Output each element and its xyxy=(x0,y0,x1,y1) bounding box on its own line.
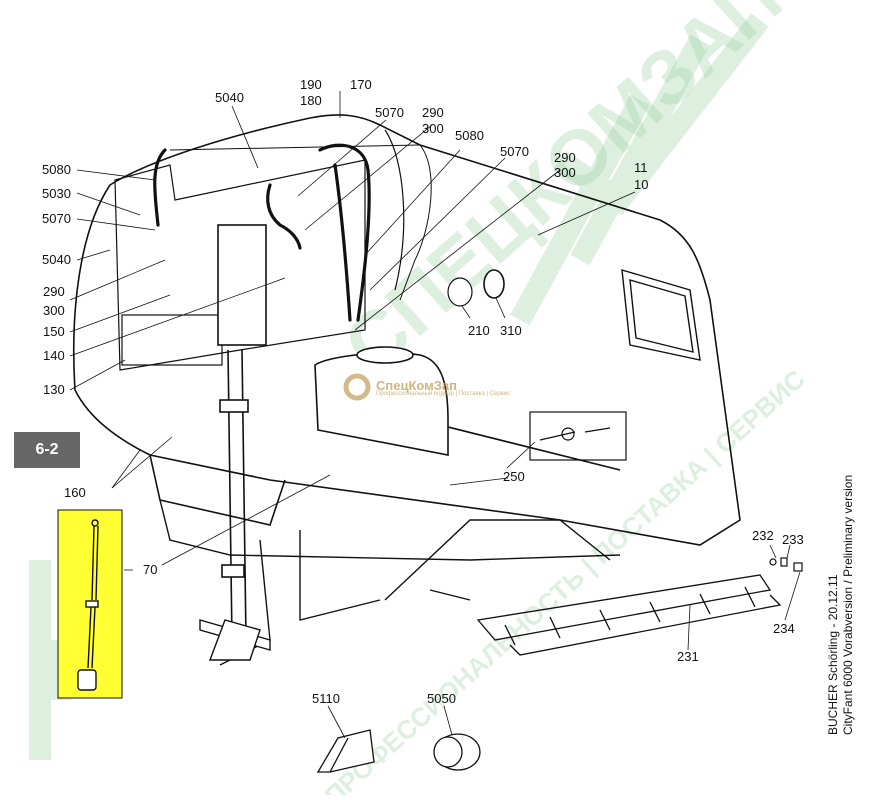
part-231-rail xyxy=(476,574,782,656)
watermark-graphic xyxy=(29,13,769,760)
part-5050-bushing xyxy=(433,733,481,771)
callout-300-mid: 300 xyxy=(554,165,576,180)
parts-232-234 xyxy=(769,557,803,572)
footer-line-2: CityFant 6000 Vorabversion / Preliminary… xyxy=(841,474,855,735)
callout-250: 250 xyxy=(503,469,525,484)
callout-170: 170 xyxy=(350,77,372,92)
callout-11: 11 xyxy=(634,160,648,175)
callout-231: 231 xyxy=(677,649,699,664)
footer-line-1: BUCHER Schörling - 20.12.11 xyxy=(826,574,840,735)
callout-234: 234 xyxy=(773,621,795,636)
hose-lines xyxy=(153,143,371,322)
part-250-inset xyxy=(529,411,627,461)
leader-lines xyxy=(69,91,801,739)
callout-310: 310 xyxy=(500,323,522,338)
callout-70: 70 xyxy=(143,562,158,577)
callout-160: 160 xyxy=(64,485,86,500)
callout-232: 232 xyxy=(752,528,774,543)
callout-300-top: 300 xyxy=(422,121,444,136)
callout-140: 140 xyxy=(43,348,65,363)
callout-150: 150 xyxy=(43,324,65,339)
callout-5040-left: 5040 xyxy=(42,252,71,267)
side-hatch xyxy=(621,269,701,361)
document-footer-vertical: BUCHER Schörling - 20.12.11 CityFant 600… xyxy=(826,415,856,735)
watermark-logo-text: СпецКомЗап xyxy=(376,377,458,393)
callout-300-left: 300 xyxy=(43,303,65,318)
callout-10: 10 xyxy=(634,177,649,192)
callout-130: 130 xyxy=(43,382,65,397)
callout-210: 210 xyxy=(468,323,490,338)
part-5110-bracket xyxy=(316,729,375,773)
callout-5080-left: 5080 xyxy=(42,162,71,177)
callout-180: 180 xyxy=(300,93,322,108)
watermark-stamp-a: СПЕЦКОМЗАП xyxy=(327,0,798,390)
page-number-badge: 6-2 xyxy=(14,432,80,468)
callout-290-left: 290 xyxy=(43,284,65,299)
watermark-tagline: Профессиональный подбор | Поставка | Сер… xyxy=(376,390,511,397)
part-310-gauge xyxy=(483,269,505,299)
callout-290-mid: 290 xyxy=(554,150,576,165)
callout-290-top: 290 xyxy=(422,105,444,120)
cylinder-strut xyxy=(217,224,267,641)
watermark-logo: СпецКомЗап Профессиональный подбор | Пос… xyxy=(342,372,510,402)
callout-5050: 5050 xyxy=(427,691,456,706)
part-70-dipstick xyxy=(77,519,99,691)
sub-frame xyxy=(159,499,621,666)
part-210-cap xyxy=(447,277,473,307)
callout-5040-top: 5040 xyxy=(215,90,244,105)
callout-5070-mid: 5070 xyxy=(500,144,529,159)
callout-233: 233 xyxy=(782,532,804,547)
callout-5070-top: 5070 xyxy=(375,105,404,120)
callout-190: 190 xyxy=(300,77,322,92)
gear-logo-icon xyxy=(343,373,371,401)
callout-5110: 5110 xyxy=(312,691,340,706)
callout-5030: 5030 xyxy=(42,186,71,201)
callout-5070-left: 5070 xyxy=(42,211,71,226)
callout-5080-top: 5080 xyxy=(455,128,484,143)
